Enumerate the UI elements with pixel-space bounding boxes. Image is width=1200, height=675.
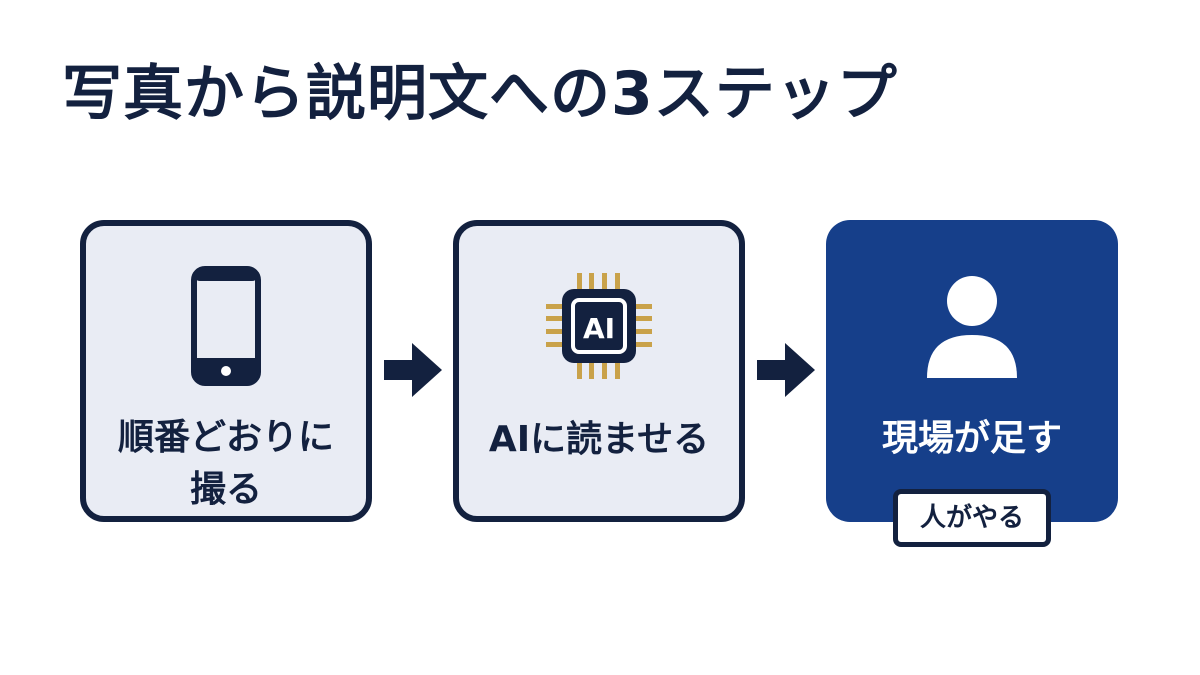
step-label: AIに読ませる	[488, 419, 710, 460]
ai-chip-text: AI	[583, 312, 615, 345]
ai-chip-icon: AI	[546, 273, 652, 379]
smartphone-icon	[191, 266, 261, 386]
step-card-shoot: 順番どおりに 撮る	[80, 220, 372, 522]
step-label: 順番どおりに 撮る	[117, 417, 334, 510]
step-card-field-add: 現場が足す	[826, 220, 1118, 522]
arrow-right-icon	[757, 343, 815, 397]
person-icon	[927, 276, 1017, 378]
step-label: 現場が足す	[881, 418, 1062, 459]
arrow-right-icon	[384, 343, 442, 397]
page-title: 写真から説明文への3ステップ	[62, 59, 898, 129]
human-badge: 人がやる	[893, 489, 1051, 547]
step-card-ai-read: AI AIに読ませる	[453, 220, 745, 522]
